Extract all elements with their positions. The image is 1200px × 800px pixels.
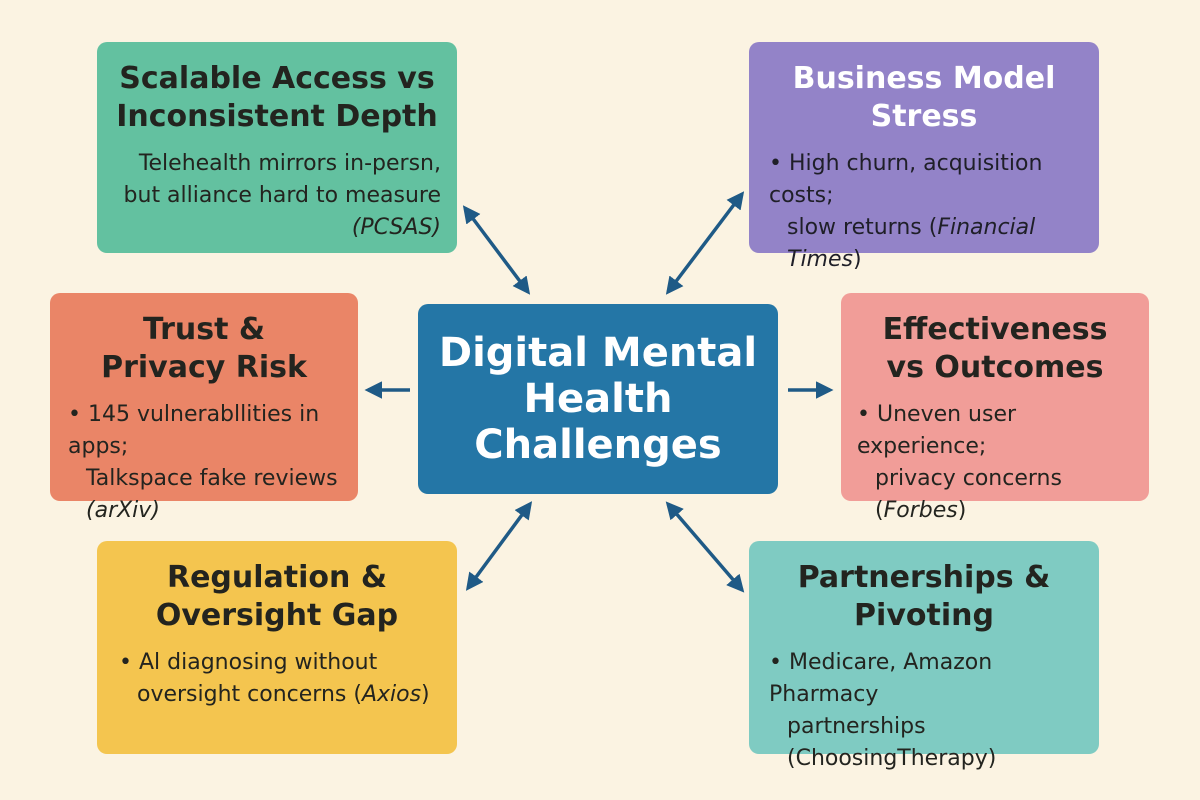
citation: Axios: [361, 682, 422, 707]
title-line: Pivoting: [854, 598, 994, 633]
box-body: High churn, acquisition costs; slow retu…: [763, 148, 1085, 276]
body-line: Medicare, Amazon Pharmacy: [769, 647, 1085, 711]
box-title: Scalable Access vs Inconsistent Depth: [113, 60, 441, 136]
box-title: Effectiveness vs Outcomes: [851, 311, 1139, 387]
title-line: Stress: [870, 99, 978, 134]
box-title: Trust & Privacy Risk: [62, 311, 346, 387]
title-line: Trust &: [142, 312, 266, 347]
title-line: Scalable Access vs: [119, 61, 435, 96]
title-line: Partnerships &: [797, 560, 1051, 595]
title-line: Effectiveness: [882, 312, 1108, 347]
body-line: 145 vulnerabllities in apps;: [68, 399, 346, 463]
arrow-scalable: [462, 205, 531, 295]
center-title-line: Digital Mental: [438, 330, 758, 376]
title-line: Business Model: [792, 61, 1056, 96]
body-line: Talkspace fake reviews: [86, 466, 338, 491]
citation: (ChoosingTherapy): [787, 746, 997, 771]
box-body: Medicare, Amazon Pharmacy partnerships (…: [763, 647, 1085, 775]
partnerships-box: Partnerships & Pivoting Medicare, Amazon…: [749, 541, 1099, 771]
box-title: Partnerships & Pivoting: [763, 559, 1085, 635]
citation: Financial Times: [787, 215, 1036, 272]
body-text: privacy concerns (: [875, 466, 1062, 523]
center-title: Digital Mental Health Challenges: [439, 330, 757, 468]
title-line: Regulation &: [166, 560, 387, 595]
citation: (arXiv): [86, 498, 160, 523]
citation-close: ): [852, 247, 862, 272]
body-line: but alliance hard to measure: [123, 183, 441, 208]
box-body: Al diagnosing without oversight concerns…: [113, 647, 441, 711]
citation: Forbes: [883, 498, 958, 523]
scalable-access-box: Scalable Access vs Inconsistent Depth Te…: [97, 42, 457, 253]
box-body: 145 vulnerabllities in apps; Talkspace f…: [62, 399, 346, 527]
citation: (PCSAS): [351, 215, 441, 240]
title-line: vs Outcomes: [886, 350, 1104, 385]
effectiveness-box: Effectiveness vs Outcomes Uneven user ex…: [841, 293, 1149, 523]
box-title: Business Model Stress: [763, 60, 1085, 136]
arrow-partnerships: [665, 501, 745, 593]
title-line: Oversight Gap: [155, 598, 399, 633]
box-body: Uneven user experience; privacy concerns…: [851, 399, 1139, 527]
box-title: Regulation & Oversight Gap: [113, 559, 441, 635]
title-line: Privacy Risk: [101, 350, 307, 385]
body-line: slow returns (Financial Times): [769, 212, 1085, 276]
body-line: oversight concerns (Axios): [119, 679, 441, 711]
center-topic-box: Digital Mental Health Challenges: [418, 304, 778, 494]
trust-privacy-box: Trust & Privacy Risk 145 vulnerabllities…: [50, 293, 358, 523]
citation-close: ): [421, 682, 430, 707]
center-title-line: Challenges: [474, 422, 722, 468]
citation-close: ): [957, 498, 967, 523]
center-title-line: Health: [523, 376, 673, 422]
regulation-box: Regulation & Oversight Gap Al diagnosing…: [97, 541, 457, 754]
title-line: Inconsistent Depth: [116, 99, 438, 134]
body-line: High churn, acquisition costs;: [769, 148, 1085, 212]
body-line: Telehealth mirrors in-persn,: [138, 151, 441, 176]
body-line: privacy concerns (Forbes): [857, 463, 1139, 527]
body-text: slow returns (: [787, 215, 938, 240]
body-text: oversight concerns (: [137, 682, 362, 707]
body-line: Al diagnosing without: [119, 647, 441, 679]
box-body: Telehealth mirrors in-persn, but allianc…: [113, 148, 441, 244]
body-line: Uneven user experience;: [857, 399, 1139, 463]
arrow-business: [665, 191, 745, 295]
business-model-box: Business Model Stress High churn, acquis…: [749, 42, 1099, 272]
arrow-regulation: [465, 501, 533, 591]
body-line: partnerships: [787, 714, 926, 739]
